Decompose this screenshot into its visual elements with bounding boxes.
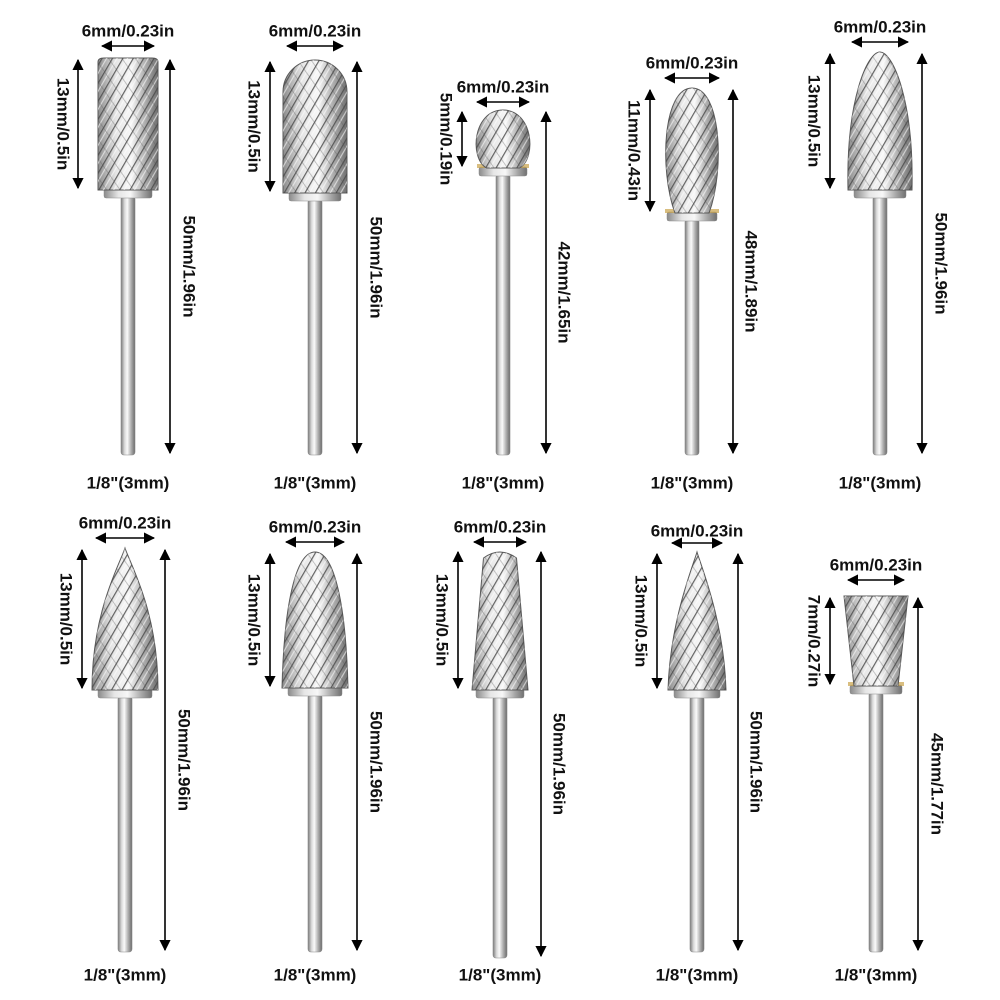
head-length-label: 13mm/0.5in [57,573,76,666]
width-label: 6mm/0.23in [457,77,550,96]
total-length-label: 50mm/1.96in [747,711,766,813]
cutter-crosscut [668,552,726,690]
cutter-crosscut [282,552,348,688]
width-label: 6mm/0.23in [269,21,362,40]
shank-diameter-label: 1/8"(3mm) [839,473,922,492]
total-length-label: 50mm/1.96in [550,713,569,815]
burr-bit-4 [665,87,719,456]
cutter-crosscut [665,88,719,213]
cutter-crosscut [844,596,908,686]
head-length-label: 11mm/0.43in [625,100,644,201]
head-length-label: 13mm/0.5in [805,75,824,168]
cutter-crosscut [283,60,347,193]
burr-bit-9 [667,550,727,953]
shank-diameter-label: 1/8"(3mm) [87,473,170,492]
burr-bit-10 [843,595,909,953]
total-length-label: 50mm/1.96in [180,215,199,317]
width-label: 6mm/0.23in [454,517,547,536]
width-label: 6mm/0.23in [651,521,744,540]
cutter-crosscut [476,110,530,168]
shank-diameter-label: 1/8"(3mm) [651,473,734,492]
shank [495,173,511,456]
shank-diameter-label: 1/8"(3mm) [656,965,739,984]
total-length-label: 50mm/1.96in [932,212,951,314]
width-label: 6mm/0.23in [79,513,172,532]
shank [307,198,323,456]
cutter-crosscut [98,58,158,190]
burr-bit-1 [97,57,159,456]
total-length-label: 50mm/1.96in [367,711,386,813]
width-label: 6mm/0.23in [646,53,739,72]
shank [117,695,133,953]
total-length-label: 48mm/1.89in [742,230,761,332]
burr-bit-3 [475,109,531,456]
shank [307,693,323,953]
head-length-label: 5mm/0.19in [437,93,456,186]
head-length-label: 13mm/0.5in [54,78,73,171]
shank-diameter-label: 1/8"(3mm) [274,473,357,492]
shank-diameter-label: 1/8"(3mm) [462,473,545,492]
burr-bit-5 [847,51,913,456]
shank-diameter-label: 1/8"(3mm) [459,965,542,984]
width-label: 6mm/0.23in [834,17,927,36]
bits-layer: 6mm/0.23in 13mm/0.5in 50mm/1.96in 1/8"(3mm)… [54,17,951,984]
width-label: 6mm/0.23in [82,21,175,40]
total-length-label: 50mm/1.96in [175,709,194,811]
shank [120,195,136,456]
head-length-label: 13mm/0.5in [245,80,264,173]
total-length-label: 50mm/1.96in [367,216,386,318]
head-length-label: 13mm/0.5in [245,574,264,667]
total-length-label: 42mm/1.65in [555,241,574,343]
shank-diameter-label: 1/8"(3mm) [274,965,357,984]
total-length-label: 45mm/1.77in [928,733,947,835]
burr-bit-2 [282,59,348,456]
shank-diameter-label: 1/8"(3mm) [84,965,167,984]
head-length-label: 13mm/0.5in [433,574,452,667]
shank [684,218,700,456]
width-label: 6mm/0.23in [269,517,362,536]
width-label: 6mm/0.23in [830,555,923,574]
cutter-crosscut [472,552,528,690]
shank-diameter-label: 1/8"(3mm) [835,965,918,984]
burr-bit-8 [471,551,529,959]
cutter-crosscut [847,52,913,190]
burr-bit-7 [281,551,349,953]
shank [872,195,888,456]
shank [868,691,884,953]
head-length-label: 7mm/0.27in [805,595,824,688]
cutter-crosscut [92,548,158,690]
head-length-label: 13mm/0.5in [632,575,651,668]
shank [492,695,508,959]
shank [689,695,705,953]
burr-bit-6 [91,546,159,953]
